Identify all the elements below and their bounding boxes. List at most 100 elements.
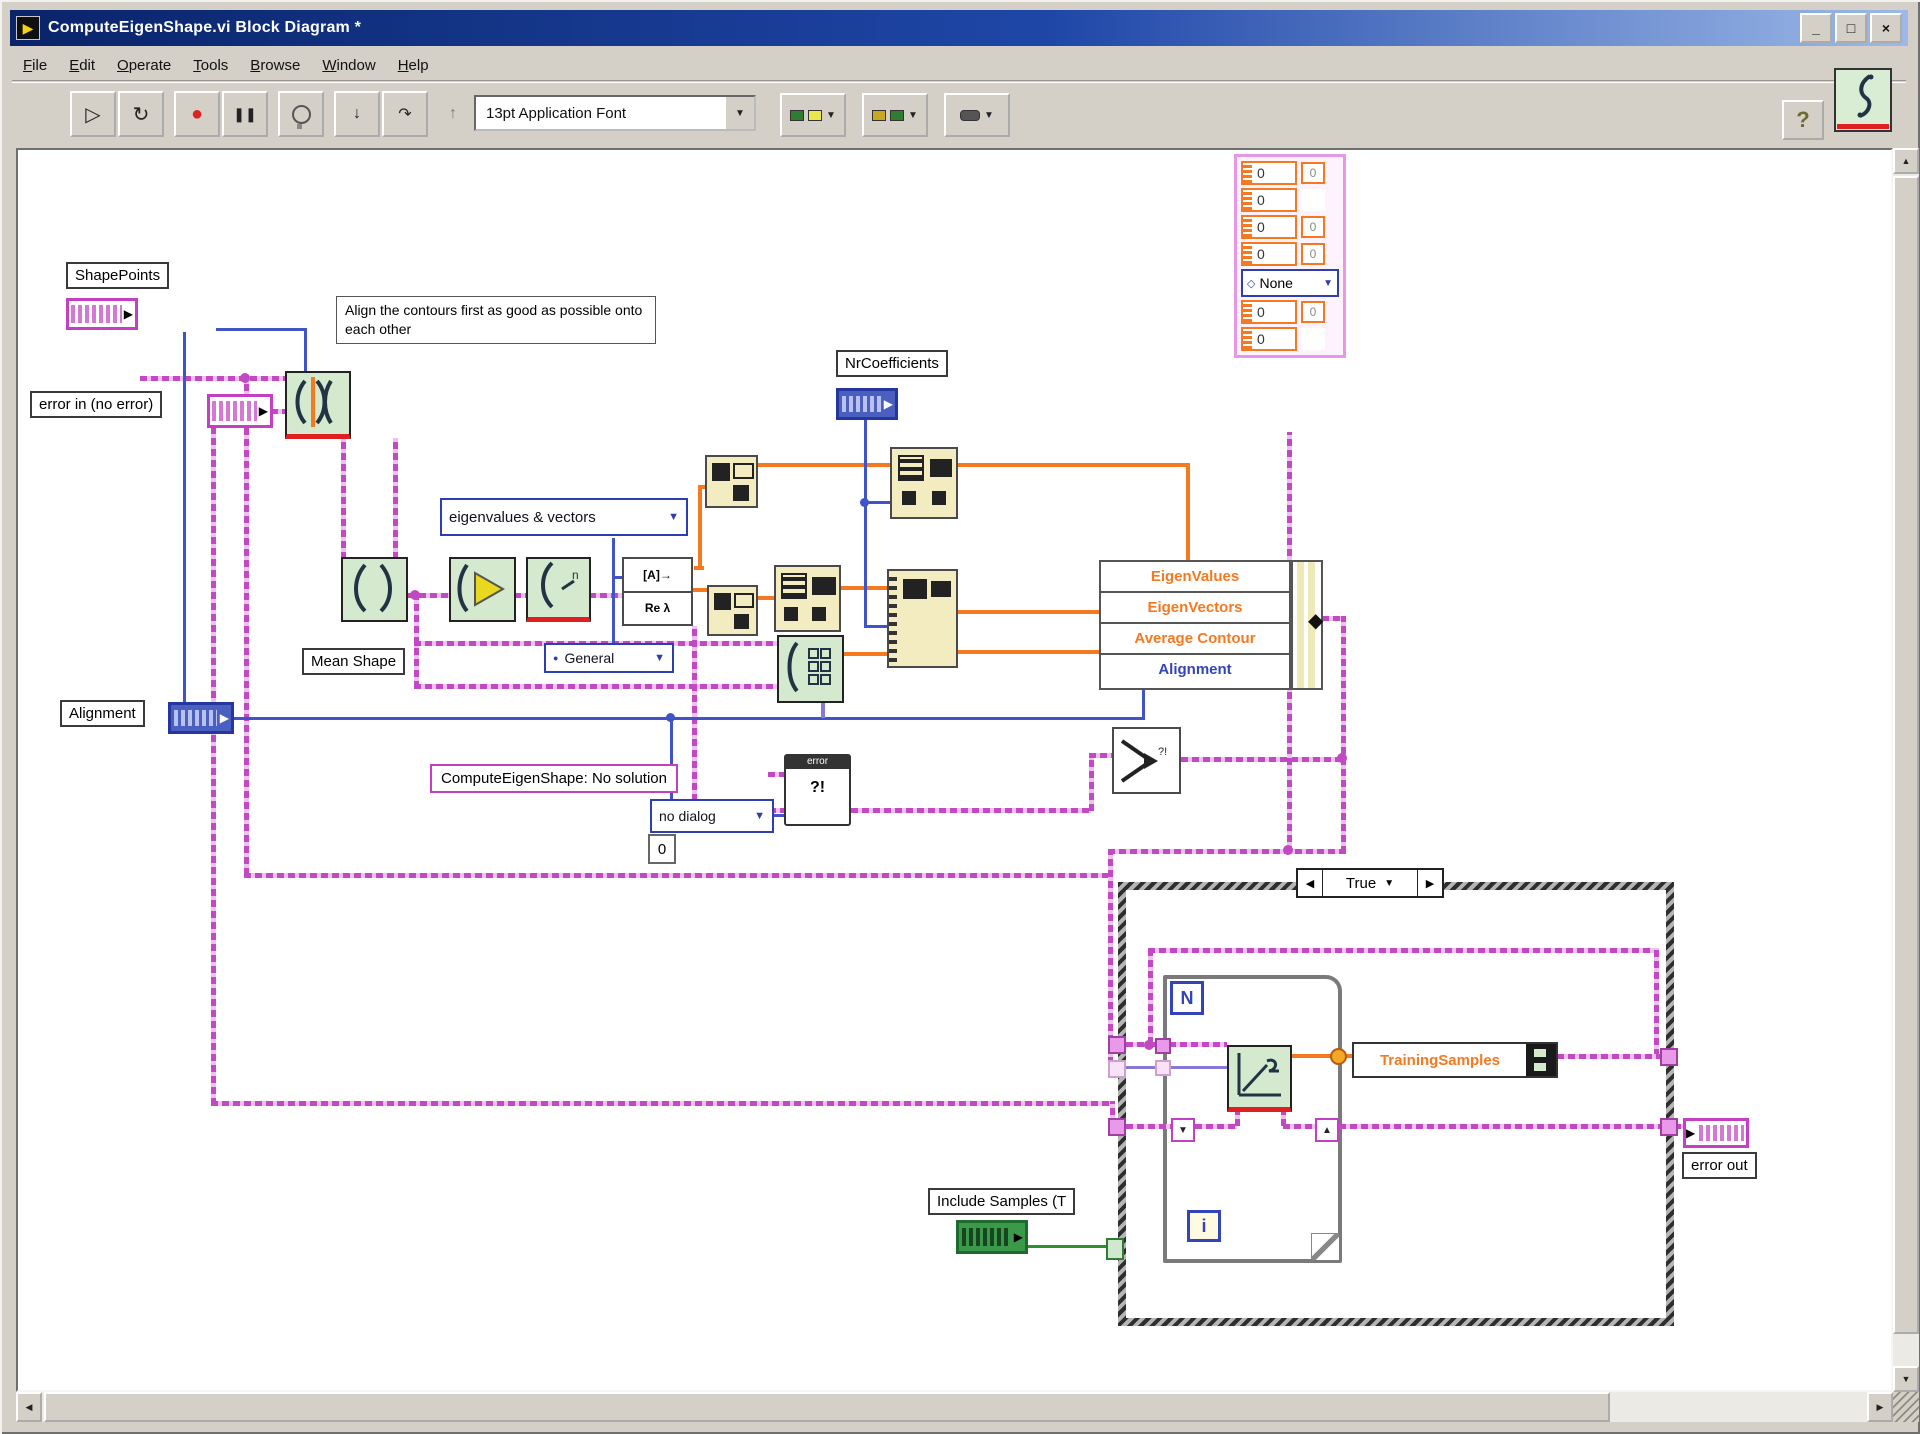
contour-matrix-vi[interactable]	[777, 635, 844, 703]
step-into-button[interactable]: ↓	[334, 91, 380, 137]
pause-button[interactable]: ❚❚	[222, 91, 268, 137]
nrcoefficients-label[interactable]: NrCoefficients	[836, 350, 948, 377]
step-over-button[interactable]: ↷	[382, 91, 428, 137]
vertical-scroll-thumb[interactable]	[1893, 176, 1919, 1334]
cluster-subvalue[interactable]	[1301, 189, 1325, 211]
for-loop[interactable]	[1163, 975, 1342, 1263]
eigenvalues-vi[interactable]: [A]→ Re λ	[622, 557, 693, 626]
shapepoints-terminal[interactable]: ▶	[66, 298, 138, 330]
context-help-button[interactable]: ?	[1782, 100, 1824, 140]
align-check-vi[interactable]	[449, 557, 516, 622]
run-button[interactable]: ▷	[70, 91, 116, 137]
loop-iteration-terminal[interactable]: i	[1187, 1210, 1221, 1242]
power-vi[interactable]: n	[526, 557, 591, 622]
shift-register-right[interactable]: ▲	[1315, 1118, 1339, 1142]
matrix-node-3[interactable]	[887, 569, 958, 668]
minimize-button[interactable]: _	[1800, 13, 1832, 43]
error-dialog-vi[interactable]: error ?!	[784, 754, 851, 826]
cluster-value[interactable]: 0	[1241, 215, 1297, 239]
title-bar[interactable]: ▶ ComputeEigenShape.vi Block Diagram * _…	[10, 10, 1908, 46]
cluster-value[interactable]: 0	[1241, 327, 1297, 351]
error-out-terminal[interactable]: ▶	[1683, 1118, 1749, 1148]
chevron-down-icon[interactable]: ▼	[724, 97, 754, 129]
loop-tunnel[interactable]	[1155, 1060, 1171, 1076]
scroll-up-button[interactable]: ▲	[1893, 148, 1919, 174]
case-tunnel[interactable]	[1108, 1036, 1126, 1054]
vertical-scrollbar[interactable]: ▲ ▼	[1893, 148, 1919, 1392]
array-node-1[interactable]	[705, 455, 758, 508]
scroll-left-button[interactable]: ◀	[16, 1392, 42, 1422]
matrix-node-1[interactable]	[890, 447, 958, 519]
distribute-objects-button[interactable]: ▼	[862, 93, 928, 137]
comment-note[interactable]: Align the contours first as good as poss…	[336, 296, 656, 344]
bundle-by-name-node[interactable]: EigenValues EigenVectors Average Contour…	[1099, 560, 1291, 690]
menu-window[interactable]: Window	[322, 56, 376, 74]
ring-eigen-mode[interactable]: eigenvalues & vectors ▼	[440, 498, 688, 536]
cluster-value[interactable]: 0	[1241, 242, 1297, 266]
menu-operate[interactable]: Operate	[117, 56, 172, 74]
shapepoints-label[interactable]: ShapePoints	[66, 262, 170, 289]
close-button[interactable]: ×	[1870, 13, 1902, 43]
matrix-node-2[interactable]	[774, 565, 841, 632]
nrcoefficients-terminal[interactable]: ▶	[836, 388, 898, 420]
case-prev-arrow[interactable]: ◀	[1298, 870, 1323, 896]
include-samples-label[interactable]: Include Samples (T	[928, 1188, 1076, 1215]
ring-dialog-mode[interactable]: no dialog ▼	[650, 799, 774, 833]
vi-icon[interactable]	[1834, 68, 1892, 132]
menu-tools[interactable]: Tools	[193, 56, 229, 74]
scroll-right-button[interactable]: ▶	[1867, 1392, 1893, 1422]
case-tunnel[interactable]	[1660, 1048, 1678, 1066]
cluster-subvalue[interactable]: 0	[1301, 301, 1325, 323]
menu-browse[interactable]: Browse	[250, 56, 301, 74]
bundle-field-eigenvalues[interactable]: EigenValues	[1101, 562, 1289, 593]
include-samples-terminal[interactable]: ▶	[956, 1220, 1028, 1254]
bundle-field-alignment[interactable]: Alignment	[1158, 661, 1232, 678]
case-tunnel[interactable]	[1108, 1118, 1126, 1136]
resize-grip[interactable]	[1893, 1392, 1919, 1422]
error-out-label[interactable]: error out	[1682, 1152, 1757, 1179]
case-structure[interactable]	[1118, 882, 1674, 1326]
alignment-terminal[interactable]: ▶	[168, 702, 234, 734]
cluster-subvalue[interactable]: 0	[1301, 162, 1325, 184]
menu-help[interactable]: Help	[397, 56, 429, 74]
numeric-constant-zero[interactable]: 0	[648, 834, 676, 864]
error-in-terminal[interactable]: ▶	[207, 394, 273, 428]
cluster-value[interactable]: 0	[1241, 161, 1297, 185]
loop-tunnel[interactable]	[1155, 1038, 1171, 1054]
align-contours-vi[interactable]	[285, 371, 351, 439]
shift-register-left[interactable]: ▼	[1171, 1118, 1195, 1142]
case-tunnel[interactable]	[1108, 1060, 1126, 1078]
menu-file[interactable]: File	[23, 56, 48, 74]
loop-resize-grip[interactable]	[1311, 1233, 1339, 1260]
bundle-field-average-contour[interactable]: Average Contour	[1101, 624, 1289, 655]
no-solution-string-constant[interactable]: ComputeEigenShape: No solution	[430, 764, 678, 793]
case-selector-tunnel[interactable]	[1106, 1238, 1124, 1260]
bundle-field-eigenvectors[interactable]: EigenVectors	[1101, 593, 1289, 624]
trainingsamples-bundle-node[interactable]: TrainingSamples	[1352, 1042, 1558, 1078]
loop-autoindex-tunnel[interactable]	[1330, 1048, 1347, 1065]
run-continuous-button[interactable]: ↻	[118, 91, 164, 137]
reorder-button[interactable]: ▼	[944, 93, 1010, 137]
cluster-subvalue[interactable]: 0	[1301, 216, 1325, 238]
case-selector[interactable]: ◀ True ▼ ▶	[1296, 868, 1444, 898]
align-objects-button[interactable]: ▼	[780, 93, 846, 137]
cluster-subvalue[interactable]	[1301, 328, 1325, 350]
sample-shape-vi[interactable]	[1227, 1045, 1292, 1112]
mean-shape-label[interactable]: Mean Shape	[302, 648, 406, 675]
case-tunnel[interactable]	[1660, 1118, 1678, 1136]
horizontal-scrollbar[interactable]: ◀ ▶	[16, 1392, 1893, 1422]
mean-shape-vi[interactable]	[341, 557, 408, 622]
menu-edit[interactable]: Edit	[69, 56, 96, 74]
cluster-ring-none[interactable]: ◇ None ▼	[1241, 269, 1339, 297]
error-in-label[interactable]: error in (no error)	[30, 391, 163, 418]
ring-matrix-type[interactable]: ● General ▼	[544, 643, 674, 673]
cluster-subvalue[interactable]: 0	[1301, 243, 1325, 265]
maximize-button[interactable]: □	[1835, 13, 1867, 43]
step-out-button[interactable]: ↑	[449, 105, 457, 122]
font-selector[interactable]: 13pt Application Font ▼	[474, 95, 756, 131]
horizontal-scroll-thumb[interactable]	[44, 1392, 1610, 1422]
highlight-execution-button[interactable]	[278, 91, 324, 137]
array-node-2[interactable]	[707, 585, 758, 636]
cluster-value[interactable]: 0	[1241, 188, 1297, 212]
